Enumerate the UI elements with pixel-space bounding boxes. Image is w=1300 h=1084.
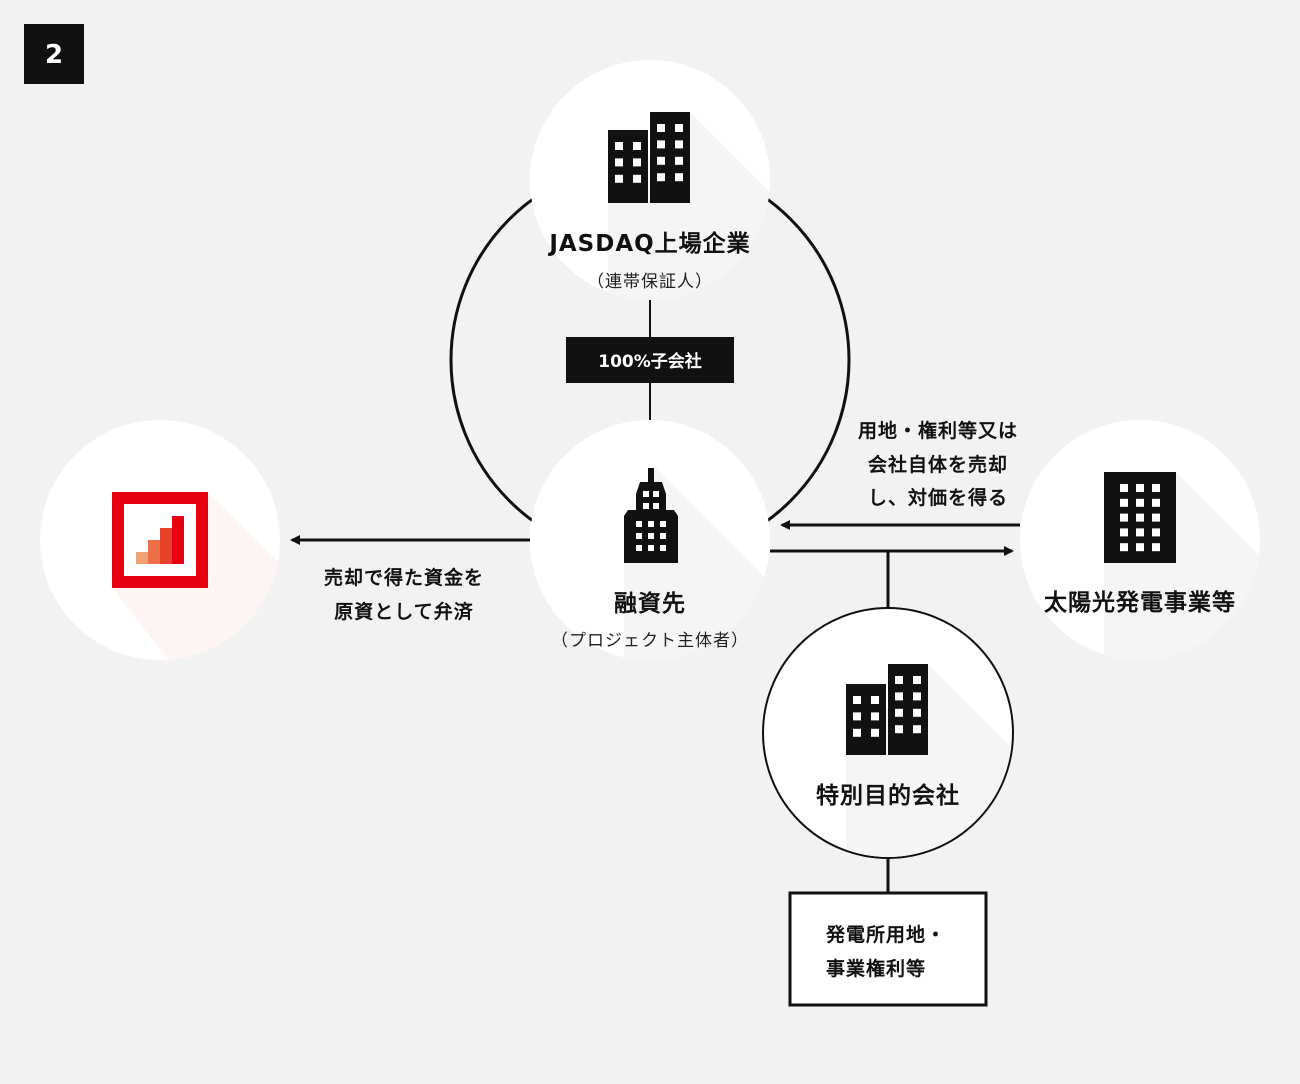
parent-company-title: JASDAQ上場企業 (547, 230, 750, 257)
borrower-node: 融資先 （プロジェクト主体者） (530, 420, 770, 660)
spc-title: 特別目的会社 (816, 782, 960, 809)
sale-text-line1: 用地・権利等又は (858, 419, 1018, 442)
office-building-icon (1104, 472, 1176, 563)
tower-building-icon (624, 468, 678, 563)
relation-badge: 100%子会社 (566, 337, 734, 383)
office-buildings-icon (608, 112, 690, 203)
lender-node (40, 420, 280, 660)
parent-company-subtitle: （連帯保証人） (587, 272, 713, 292)
assets-box: 発電所用地・ 事業権利等 (788, 891, 988, 1007)
step-badge: 2 (24, 24, 84, 84)
assets-line1: 発電所用地・ (825, 923, 946, 946)
bar-chart-logo-icon (112, 492, 208, 588)
solar-business-title: 太陽光発電事業等 (1044, 589, 1236, 616)
parent-company-node: JASDAQ上場企業 （連帯保証人） (530, 60, 770, 300)
repay-text-line2: 原資として弁済 (334, 600, 473, 623)
borrower-subtitle: （プロジェクト主体者） (551, 631, 749, 651)
repay-text-line1: 売却で得た資金を (324, 566, 484, 589)
assets-line2: 事業権利等 (826, 957, 926, 980)
solar-business-node: 太陽光発電事業等 (1020, 420, 1260, 660)
office-buildings-icon (846, 664, 928, 755)
spc-node: 特別目的会社 (762, 607, 1014, 859)
step-number: 2 (45, 40, 63, 70)
sale-text-line3: し、対価を得る (868, 486, 1008, 509)
relation-label: 100%子会社 (598, 351, 702, 372)
sale-text-line2: 会社自体を売却 (868, 453, 1008, 476)
borrower-title: 融資先 (614, 590, 686, 617)
